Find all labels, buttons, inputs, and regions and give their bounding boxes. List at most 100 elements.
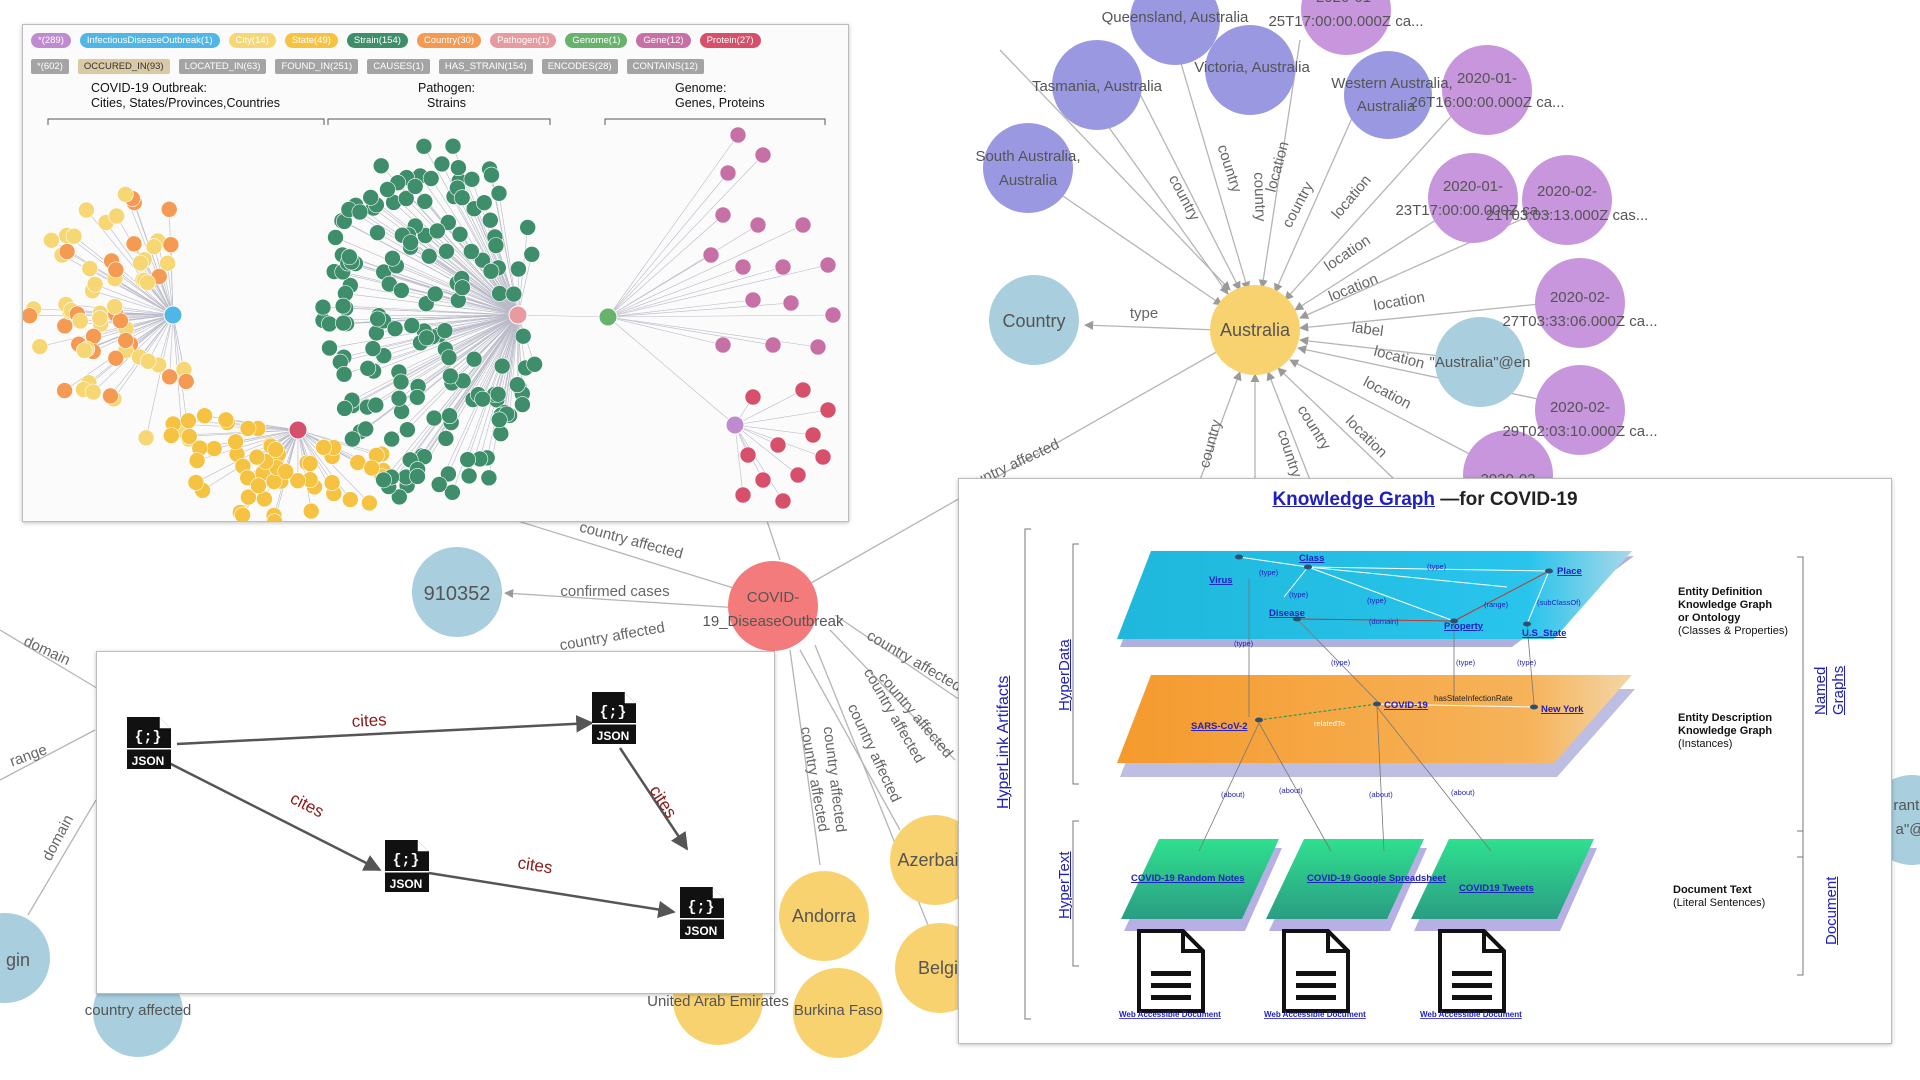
neo-node[interactable]: [323, 474, 341, 492]
neo-node[interactable]: [523, 246, 541, 263]
neo-node[interactable]: [438, 243, 455, 260]
neo-node[interactable]: [344, 430, 361, 448]
neo-node[interactable]: [744, 388, 762, 406]
neo-node[interactable]: [754, 146, 772, 164]
neo-node[interactable]: [420, 247, 438, 265]
neo-node[interactable]: [386, 320, 404, 338]
neo-node[interactable]: [315, 438, 332, 456]
neo-node[interactable]: [428, 222, 446, 240]
neo-node[interactable]: [336, 400, 353, 417]
neo-node[interactable]: [490, 185, 508, 202]
neo-node[interactable]: [364, 340, 382, 357]
neo-node[interactable]: [450, 159, 467, 176]
neo-node[interactable]: [139, 274, 156, 292]
neo-node[interactable]: [383, 430, 401, 448]
neo-node[interactable]: [744, 291, 762, 309]
neo-node[interactable]: [335, 314, 352, 332]
neo-node[interactable]: [327, 229, 344, 246]
neo-node[interactable]: [475, 194, 493, 211]
neo-node[interactable]: [108, 207, 125, 225]
graph-node[interactable]: [793, 968, 883, 1058]
neo-node[interactable]: [392, 373, 410, 391]
web-doc-label[interactable]: Web Accessible Document: [1420, 1010, 1522, 1019]
neo-node[interactable]: [465, 350, 483, 368]
relationship-pill[interactable]: LOCATED_IN(63): [178, 59, 267, 74]
graph-node[interactable]: [728, 561, 818, 651]
neo-node[interactable]: [463, 171, 481, 188]
neo-node[interactable]: [493, 357, 511, 375]
neo-node[interactable]: [526, 355, 543, 373]
neo-node[interactable]: [474, 251, 491, 269]
neo-node[interactable]: [162, 236, 180, 253]
neo-node[interactable]: [84, 383, 102, 401]
neo-node[interactable]: [181, 428, 198, 445]
neo-node[interactable]: [384, 250, 401, 267]
neo-node[interactable]: [369, 224, 386, 241]
neo-node[interactable]: [267, 441, 284, 458]
neo-node[interactable]: [217, 411, 235, 429]
neo-node[interactable]: [782, 294, 800, 312]
kg-node-label[interactable]: Place: [1557, 566, 1582, 577]
neo-node[interactable]: [86, 275, 104, 293]
neo-node[interactable]: [789, 466, 807, 484]
graph-node[interactable]: [1205, 25, 1295, 115]
neo-node[interactable]: [163, 427, 180, 444]
node-label-pill[interactable]: Pathogen(1): [490, 33, 557, 48]
neo-node[interactable]: [137, 429, 155, 447]
web-document-icon[interactable]: [1282, 929, 1350, 1013]
neo-node[interactable]: [491, 285, 508, 302]
neo-node[interactable]: [102, 387, 119, 405]
graph-node[interactable]: [1052, 40, 1142, 130]
neo-node[interactable]: [81, 260, 99, 277]
node-label-pill[interactable]: Gene(12): [636, 33, 691, 48]
neo-node[interactable]: [139, 352, 157, 370]
graph-node[interactable]: [989, 275, 1079, 365]
neo-node[interactable]: [734, 258, 752, 276]
graph-node[interactable]: [1344, 51, 1432, 139]
neo-node[interactable]: [824, 306, 842, 324]
neo-node[interactable]: [754, 471, 772, 489]
neo-node[interactable]: [161, 368, 178, 386]
neo-node[interactable]: [234, 506, 251, 521]
neo-node[interactable]: [402, 234, 419, 251]
node-label-pill[interactable]: Protein(27): [699, 33, 761, 48]
neo-node[interactable]: [107, 349, 125, 367]
neo-node[interactable]: [335, 365, 353, 383]
neo-node[interactable]: [440, 349, 458, 366]
neo-node[interactable]: [351, 203, 369, 221]
neo-node[interactable]: [397, 190, 415, 207]
graph-node[interactable]: [1522, 155, 1612, 245]
neo-node[interactable]: [489, 385, 507, 403]
neo-node[interactable]: [112, 312, 129, 330]
hypertext-link[interactable]: HyperText: [1056, 851, 1073, 919]
graph-node[interactable]: [1435, 317, 1525, 407]
graph-node[interactable]: [890, 815, 980, 905]
neo-node[interactable]: [250, 477, 267, 495]
neo-node[interactable]: [490, 411, 508, 429]
neo-node[interactable]: [227, 433, 244, 451]
neo-node[interactable]: [239, 420, 257, 437]
neo-node[interactable]: [409, 468, 426, 485]
neo-node[interactable]: [416, 193, 434, 210]
neo-node[interactable]: [71, 312, 89, 330]
kg-title-link[interactable]: Knowledge Graph: [1272, 489, 1436, 510]
relationship-pill[interactable]: CONTAINS(12): [626, 59, 704, 74]
neo-node[interactable]: [106, 298, 123, 315]
neo-node[interactable]: [794, 381, 812, 399]
neo-node[interactable]: [31, 338, 49, 355]
neo-node[interactable]: [702, 246, 720, 264]
neo-node[interactable]: [372, 157, 390, 175]
neo-node[interactable]: [117, 186, 134, 203]
kg-node-label[interactable]: New York: [1541, 704, 1584, 715]
node-label-pill[interactable]: State(49): [284, 33, 338, 48]
document-link[interactable]: Document: [1823, 876, 1840, 945]
neo-node[interactable]: [379, 181, 396, 198]
hyperdata-link[interactable]: HyperData: [1056, 639, 1073, 711]
neo-node[interactable]: [107, 261, 125, 279]
kg-doc-label[interactable]: COVID-19 Random Notes: [1131, 873, 1245, 884]
graph-node[interactable]: [1442, 45, 1532, 135]
neo-node[interactable]: [714, 336, 732, 354]
neo-node[interactable]: [56, 317, 74, 335]
neo-node[interactable]: [510, 260, 527, 278]
neo-node[interactable]: [160, 201, 178, 218]
